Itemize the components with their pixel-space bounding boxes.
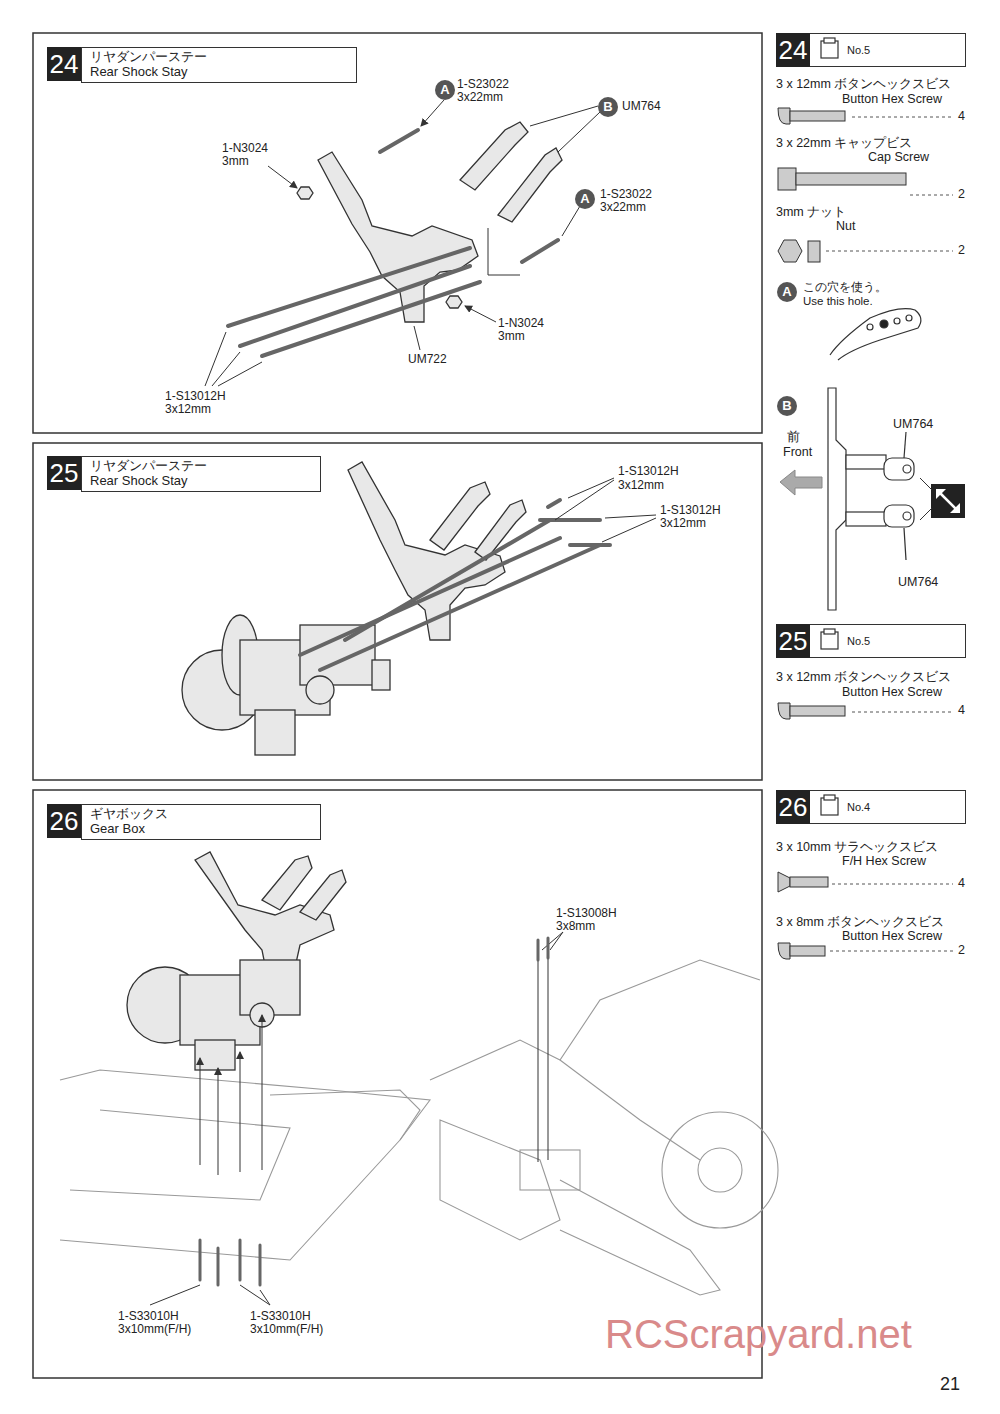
- part-label: UM764: [898, 576, 938, 590]
- callout-circle: A: [777, 282, 797, 302]
- callout-circle: B: [598, 97, 618, 117]
- step-title: ギヤボックス Gear Box: [90, 806, 180, 836]
- part-label: 前: [787, 431, 800, 445]
- step-number: 24: [47, 47, 81, 81]
- part-label: 4: [958, 877, 965, 891]
- step-number: 25: [47, 456, 81, 490]
- part-label: 3mm: [498, 330, 525, 343]
- bag-number: No.4: [847, 801, 870, 813]
- callout-letter: A: [440, 82, 449, 97]
- bag-number: No.5: [847, 44, 870, 56]
- part-label: 3 x 12mm ボタンヘックスビス: [776, 78, 951, 92]
- part-label: 1-S33010H: [118, 1310, 179, 1323]
- part-label: 3x12mm: [618, 479, 664, 492]
- callout-letter: A: [580, 191, 589, 206]
- parts-header: 25 No.5: [776, 624, 966, 658]
- part-label: Cap Screw: [868, 151, 929, 165]
- part-label: Front: [783, 446, 812, 460]
- callout-letter: A: [782, 284, 791, 299]
- callout-letter: B: [603, 99, 612, 114]
- part-label: 4: [958, 704, 965, 718]
- part-label: 1-S33010H: [250, 1310, 311, 1323]
- part-label: Nut: [836, 220, 855, 234]
- parts-header: 24 No.5: [776, 33, 966, 67]
- step-title: リヤダンパーステー Rear Shock Stay: [90, 458, 215, 488]
- callout-letter: B: [782, 398, 791, 413]
- part-label: UM722: [408, 353, 447, 366]
- step-number: 24: [776, 33, 810, 67]
- part-label: 1-S13012H: [165, 390, 226, 403]
- part-label: 3 x 12mm ボタンヘックスビス: [776, 671, 951, 685]
- part-label: 1-N3024: [498, 317, 544, 330]
- part-label: 3x12mm: [660, 517, 706, 530]
- part-label: 3mm ナット: [776, 206, 846, 220]
- part-label: Button Hex Screw: [842, 93, 942, 107]
- part-label: 3mm: [222, 155, 249, 168]
- part-label: 1-S13008H: [556, 907, 617, 920]
- step-header: 25 リヤダンパーステー Rear Shock Stay: [47, 456, 321, 492]
- part-label: 2: [958, 244, 965, 258]
- part-label: 3 x 8mm ボタンヘックスビス: [776, 916, 944, 930]
- part-label: F/H Hex Screw: [842, 855, 926, 869]
- part-label: UM764: [622, 100, 661, 113]
- part-label: この穴を使う。: [803, 281, 887, 294]
- step-number: 25: [776, 624, 810, 658]
- part-label: 3x8mm: [556, 920, 595, 933]
- parts-header: 26 No.4: [776, 790, 966, 824]
- part-label: 3 x 22mm キャップビス: [776, 137, 912, 151]
- part-label: Button Hex Screw: [842, 930, 942, 944]
- watermark: RCScrapyard.net: [605, 1312, 912, 1356]
- part-label: 3x12mm: [165, 403, 211, 416]
- callout-circle: A: [435, 80, 455, 100]
- step-title-box: リヤダンパーステー Rear Shock Stay: [81, 456, 321, 492]
- part-label: 2: [958, 188, 965, 202]
- part-label: 1-S23022: [457, 78, 509, 91]
- part-label: 2: [958, 944, 965, 958]
- callout-circle: B: [777, 396, 797, 416]
- step-title-box: ギヤボックス Gear Box: [81, 804, 321, 840]
- step-number: 26: [776, 790, 810, 824]
- part-label: 3x22mm: [600, 201, 646, 214]
- part-label: Use this hole.: [803, 295, 873, 308]
- part-label: 3x10mm(F/H): [250, 1323, 323, 1336]
- part-label: 3x22mm: [457, 91, 503, 104]
- part-label: 3 x 10mm サラヘックスビス: [776, 841, 938, 855]
- part-label: Button Hex Screw: [842, 686, 942, 700]
- callout-circle: A: [575, 189, 595, 209]
- step-title-box: リヤダンパーステー Rear Shock Stay: [81, 47, 357, 83]
- step-header: 26 ギヤボックス Gear Box: [47, 804, 321, 840]
- part-label: 1-S13012H: [660, 504, 721, 517]
- part-label: 1-S23022: [600, 188, 652, 201]
- page-number: 21: [940, 1375, 960, 1395]
- part-label: 3x10mm(F/H): [118, 1323, 191, 1336]
- step-number: 26: [47, 804, 81, 838]
- step-header: 24 リヤダンパーステー Rear Shock Stay: [47, 47, 357, 83]
- step-title: リヤダンパーステー Rear Shock Stay: [90, 49, 215, 79]
- part-label: 4: [958, 110, 965, 124]
- bag-number: No.5: [847, 635, 870, 647]
- part-label: UM764: [893, 418, 933, 432]
- part-label: 1-N3024: [222, 142, 268, 155]
- part-label: 1-S13012H: [618, 465, 679, 478]
